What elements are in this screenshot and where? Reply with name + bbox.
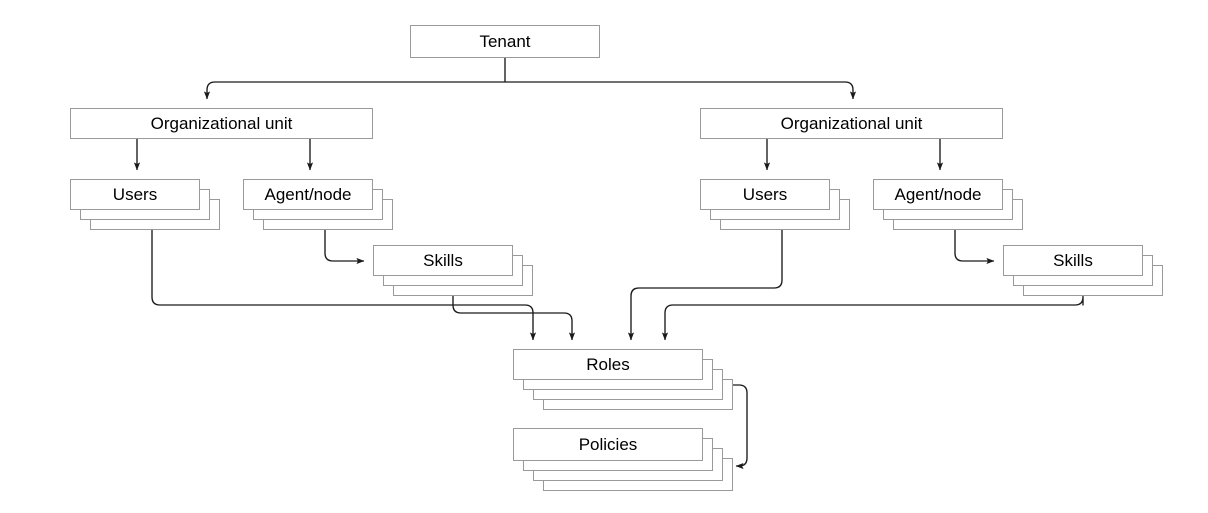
node-skills-left[interactable]: Skills	[373, 245, 513, 276]
node-tenant-label: Tenant	[479, 32, 531, 51]
edge-tenant-to-ou-left	[203, 81, 505, 100]
node-skills-right[interactable]: Skills	[1003, 245, 1143, 276]
node-users-right-label: Users	[742, 185, 788, 204]
node-tenant[interactable]: Tenant	[410, 25, 600, 58]
node-users-right[interactable]: Users	[700, 179, 830, 210]
node-agent-right[interactable]: Agent/node	[873, 179, 1003, 210]
node-organizational-unit-left-label: Organizational unit	[150, 114, 293, 133]
node-organizational-unit-left[interactable]: Organizational unit	[70, 108, 373, 139]
node-users-left[interactable]: Users	[70, 179, 200, 210]
node-agent-left-label: Agent/node	[264, 185, 352, 204]
edge-skills-right-to-roles	[661, 296, 1084, 341]
node-roles-label: Roles	[586, 355, 630, 374]
edge-agent-right-to-skills-right	[954, 230, 995, 265]
node-agent-left[interactable]: Agent/node	[243, 179, 373, 210]
node-skills-left-label: Skills	[423, 251, 463, 270]
edge-agent-left-to-skills-left	[324, 230, 365, 265]
node-users-left-label: Users	[112, 185, 158, 204]
node-organizational-unit-right-label: Organizational unit	[780, 114, 923, 133]
edge-tenant-to-ou-right	[505, 81, 857, 100]
edge-skills-left-to-roles	[452, 296, 576, 341]
node-roles[interactable]: Roles	[513, 349, 703, 380]
node-agent-right-label: Agent/node	[894, 185, 982, 204]
node-policies-label: Policies	[578, 435, 638, 454]
node-policies[interactable]: Policies	[513, 428, 703, 461]
node-skills-right-label: Skills	[1053, 251, 1093, 270]
node-organizational-unit-right[interactable]: Organizational unit	[700, 108, 1003, 139]
